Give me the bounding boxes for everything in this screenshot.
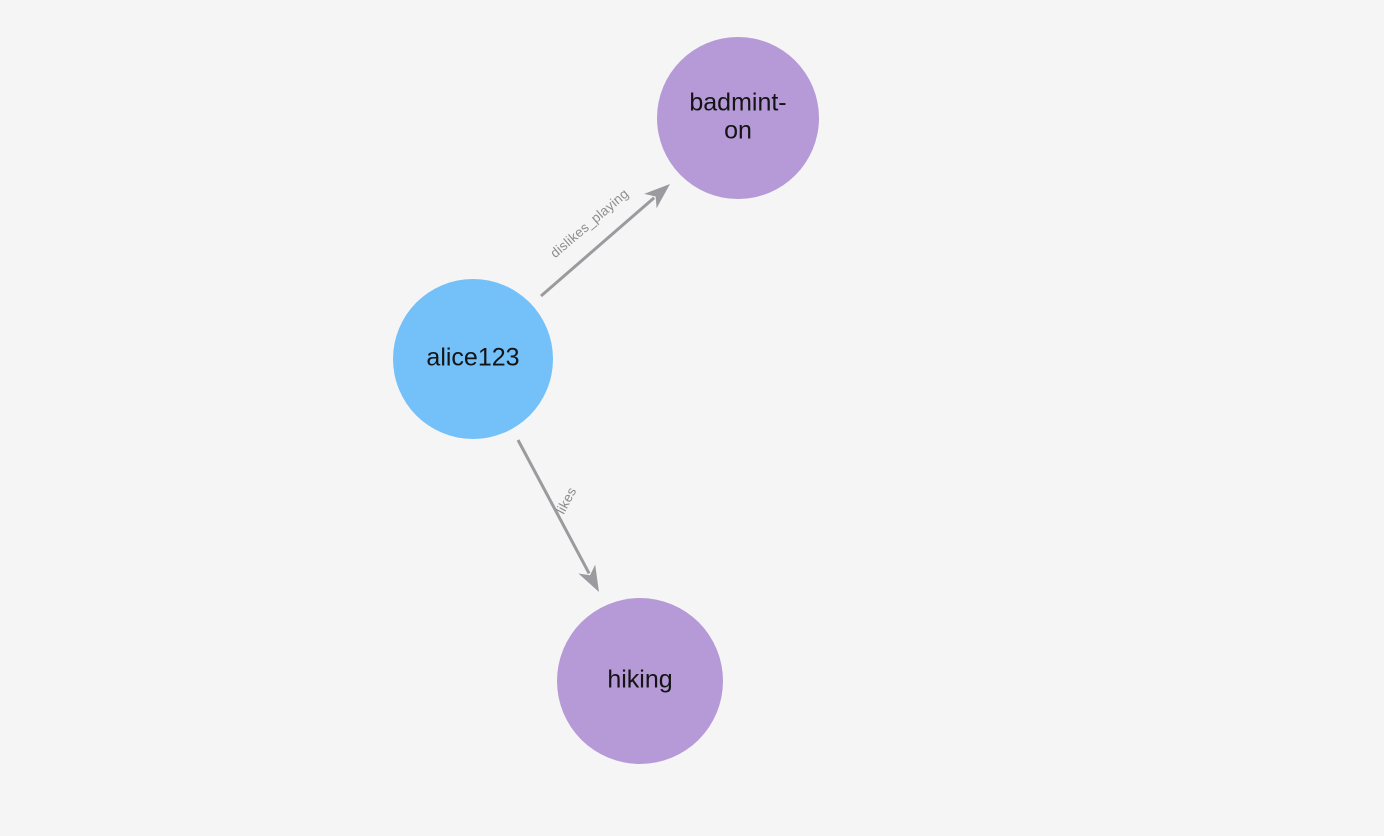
graph-node-alice123[interactable]: alice123 [393,279,553,439]
graph-edge[interactable] [516,439,599,592]
node-circle[interactable] [557,598,723,764]
edge-arrowhead-icon [578,564,599,592]
graph-node-hiking[interactable]: hiking [557,598,723,764]
edge-label: likes [553,485,579,517]
edges-layer [516,184,670,592]
edge-arrowhead-icon [644,184,670,209]
node-circle[interactable] [393,279,553,439]
edge-shaft [516,439,591,575]
edge-label: dislikes_playing [547,186,631,261]
nodes-layer: alice123 badmint-on hiking [393,37,819,764]
graph-edge[interactable] [540,184,670,298]
node-circle[interactable] [657,37,819,199]
graph-node-badminton[interactable]: badmint-on [657,37,819,199]
edge-shaft [540,196,656,298]
